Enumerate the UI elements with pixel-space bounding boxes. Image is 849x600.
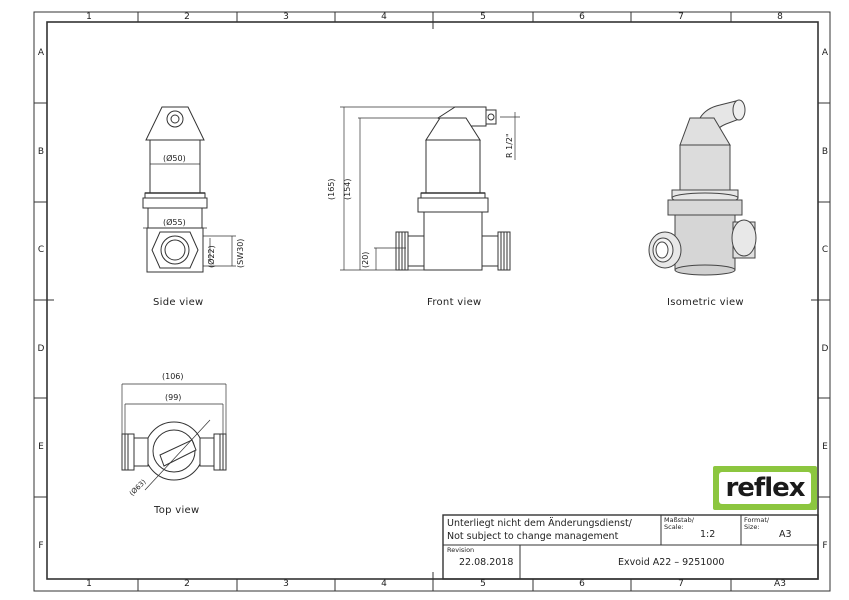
row-label-right-e: E xyxy=(822,442,828,452)
row-label-right-c: C xyxy=(821,245,829,255)
notice-english: Not subject to change management xyxy=(447,531,619,542)
col-label-bottom-2: 2 xyxy=(184,579,190,589)
col-label-top-5: 5 xyxy=(480,12,486,22)
top-view-drawing xyxy=(121,421,227,481)
col-label-top-8: 8 xyxy=(777,12,783,22)
col-label-top-3: 3 xyxy=(283,12,289,22)
row-label-right-d: D xyxy=(821,344,829,354)
front-view-caption: Front view xyxy=(427,297,482,308)
col-label-bottom-8: A3 xyxy=(774,579,786,589)
top-dim-106: (106) xyxy=(162,372,184,381)
col-label-bottom-7: 7 xyxy=(678,579,684,589)
logo-text: reflex xyxy=(725,473,805,503)
scale-label: Maßstab/ Scale: xyxy=(664,516,694,531)
title-block-lines xyxy=(442,514,819,580)
revision-value: 22.08.2018 xyxy=(459,557,514,568)
row-label-right-b: B xyxy=(821,147,829,157)
col-label-bottom-5: 5 xyxy=(480,579,486,589)
top-dim-99: (99) xyxy=(165,393,182,402)
grid-ticks xyxy=(34,12,830,591)
top-view-dimensions xyxy=(121,383,227,491)
front-view-dimensions xyxy=(340,106,520,271)
isometric-view-drawing xyxy=(648,99,757,276)
front-dim-154: (154) xyxy=(343,178,352,200)
col-label-bottom-4: 4 xyxy=(381,579,387,589)
outer-frame xyxy=(33,11,831,592)
col-label-top-2: 2 xyxy=(184,12,190,22)
side-dim-d50: (Ø50) xyxy=(163,154,186,163)
front-view-drawing xyxy=(395,106,511,271)
side-dim-sw30: (SW30) xyxy=(236,238,245,268)
side-view-drawing xyxy=(142,106,208,273)
drawing-title: Exvoid A22 – 9251000 xyxy=(618,557,725,568)
row-label-right-a: A xyxy=(821,48,829,58)
col-label-top-4: 4 xyxy=(381,12,387,22)
front-dim-20: (20) xyxy=(361,251,370,268)
front-dim-r12: R 1/2" xyxy=(505,133,514,158)
top-view-caption: Top view xyxy=(154,505,200,516)
row-label-left-f: F xyxy=(38,541,44,551)
logo-inner: reflex xyxy=(719,472,811,504)
col-label-bottom-3: 3 xyxy=(283,579,289,589)
col-label-top-6: 6 xyxy=(579,12,585,22)
row-label-left-e: E xyxy=(38,442,44,452)
col-label-bottom-1: 1 xyxy=(86,579,92,589)
col-label-bottom-6: 6 xyxy=(579,579,585,589)
isometric-view-caption: Isometric view xyxy=(667,297,744,308)
side-view-dimensions xyxy=(143,163,236,267)
scale-value: 1:2 xyxy=(700,529,716,540)
side-view-caption: Side view xyxy=(153,297,204,308)
row-label-right-f: F xyxy=(822,541,828,551)
revision-label: Revision xyxy=(447,546,475,554)
format-label: Format/ Size: xyxy=(744,516,770,531)
row-label-left-d: D xyxy=(37,344,45,354)
reflex-logo: reflex xyxy=(713,466,817,510)
side-dim-d22: (Ø22) xyxy=(207,245,216,268)
front-dim-165: (165) xyxy=(327,178,336,200)
format-value: A3 xyxy=(779,529,792,540)
row-label-left-b: B xyxy=(37,147,45,157)
notice-german: Unterliegt nicht dem Änderungsdienst/ xyxy=(447,518,632,529)
row-label-left-c: C xyxy=(37,245,45,255)
side-dim-d55: (Ø55) xyxy=(163,218,186,227)
row-label-left-a: A xyxy=(37,48,45,58)
col-label-top-1: 1 xyxy=(86,12,92,22)
col-label-top-7: 7 xyxy=(678,12,684,22)
